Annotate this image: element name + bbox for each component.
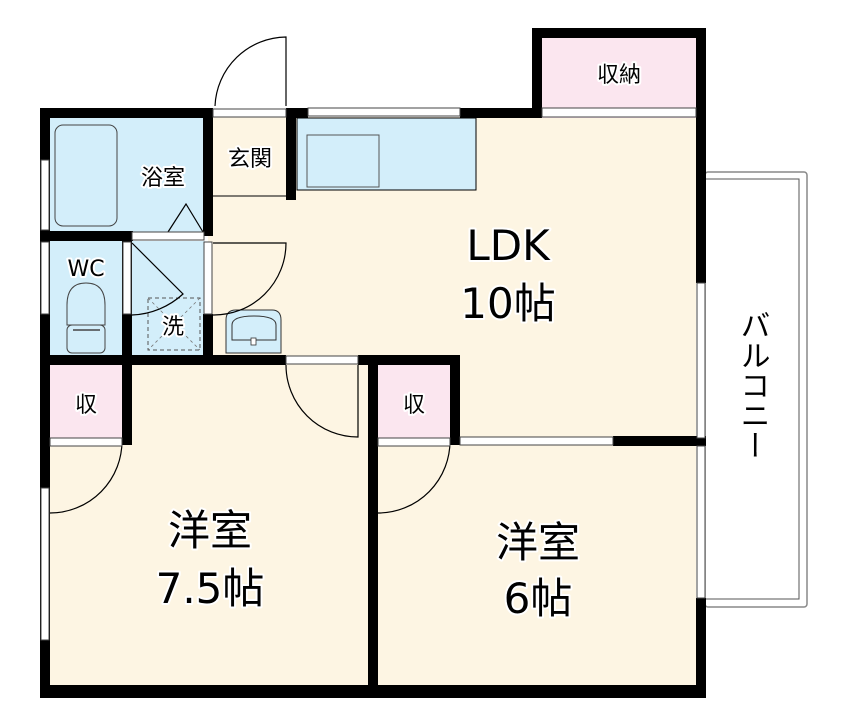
wash-basin-icon <box>225 309 282 354</box>
western-a-window <box>40 487 50 641</box>
ldk-door-swing <box>212 242 287 316</box>
bath-window <box>40 159 50 231</box>
closet-b-door-frame[interactable] <box>377 437 451 447</box>
toilet-window <box>40 241 50 315</box>
closet-b-door-swing <box>377 439 451 514</box>
closet-a-door-frame[interactable] <box>49 437 123 447</box>
kitchen-window <box>307 107 461 117</box>
western-a-label: 洋室 <box>168 506 252 555</box>
closet-b-label: 収 <box>403 393 425 418</box>
washer-label: 洗 <box>162 315 184 340</box>
closet-a-floor <box>50 365 122 439</box>
ldk-size: 10帖 <box>460 279 555 328</box>
storage-sliding-door[interactable] <box>541 107 697 118</box>
ldk-door-frame[interactable] <box>203 241 213 315</box>
western-a-door-swing <box>285 364 359 438</box>
western-b-size: 6帖 <box>504 574 573 623</box>
toilet-icon <box>66 282 106 354</box>
western-b-label: 洋室 <box>496 518 580 567</box>
entrance-label: 玄関 <box>228 147 272 172</box>
bath-door-frame[interactable] <box>131 231 205 241</box>
front-door-frame[interactable] <box>212 108 287 118</box>
storage-top-floor <box>542 38 696 118</box>
western-a-size: 7.5帖 <box>156 564 265 613</box>
bathtub-icon <box>54 124 118 227</box>
closet-a-label: 収 <box>75 393 97 418</box>
sink-icon <box>306 134 380 188</box>
washer-pan-icon <box>147 297 201 351</box>
washroom-door-frame[interactable] <box>122 241 132 315</box>
closet-a-door-swing <box>49 439 123 514</box>
western-a-door-frame[interactable] <box>285 355 359 365</box>
western-b-window <box>459 436 614 446</box>
balcony-label: バルコニー <box>735 310 770 460</box>
ldk-label: LDK <box>466 221 551 270</box>
closet-b-floor <box>378 365 450 439</box>
walls <box>40 28 706 698</box>
bathroom-label: 浴室 <box>141 166 185 191</box>
western-b-balcony-window <box>696 445 706 599</box>
ldk-balcony-window <box>696 282 706 439</box>
entrance-floor <box>213 118 288 196</box>
toilet-label: WC <box>67 257 104 282</box>
entrance-door-swing <box>214 36 287 107</box>
storage-top-label: 収納 <box>597 63 641 88</box>
washroom-door-swing <box>131 242 184 316</box>
